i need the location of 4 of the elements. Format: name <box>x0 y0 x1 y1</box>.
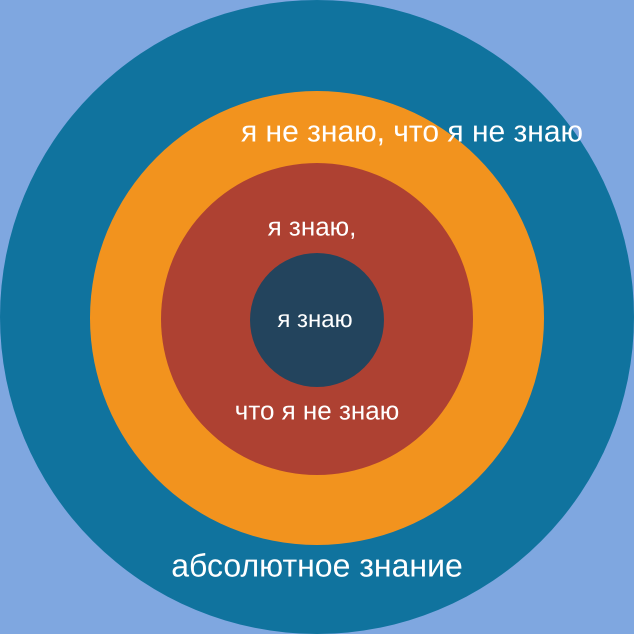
circle-label: я знаю, <box>268 212 356 242</box>
circle-label: что я не знаю <box>234 396 400 426</box>
circle-label: я знаю <box>277 306 353 334</box>
circle-label: абсолютное знание <box>171 548 463 584</box>
